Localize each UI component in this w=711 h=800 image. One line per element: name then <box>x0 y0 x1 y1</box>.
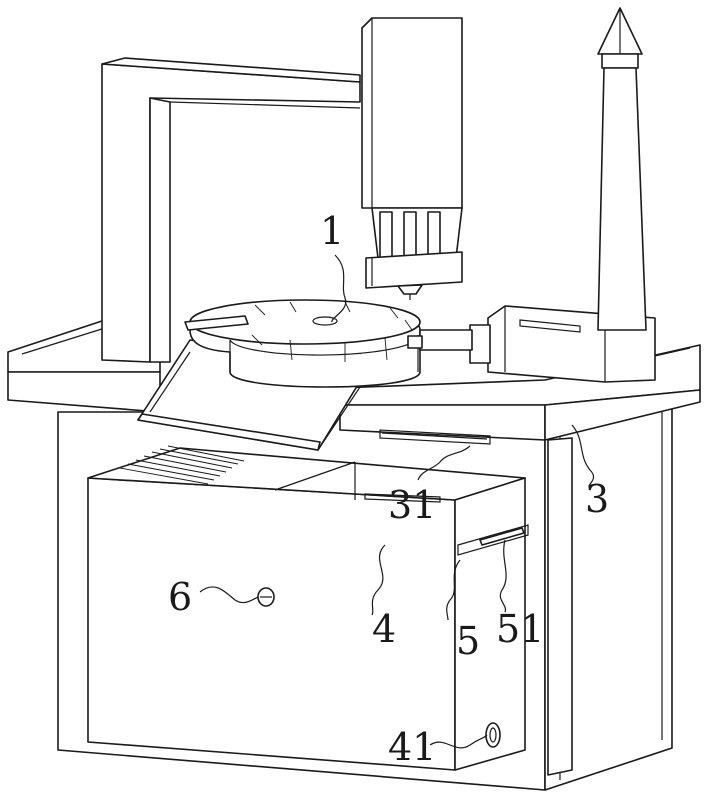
collection-box <box>87 445 529 771</box>
reference-numerals: 1 3 31 4 41 5 51 6 <box>168 209 609 769</box>
drain-port-icon <box>485 722 501 748</box>
label-4: 4 <box>372 607 396 651</box>
box-grille <box>119 445 245 485</box>
label-5: 5 <box>456 619 480 663</box>
label-3: 3 <box>585 477 609 521</box>
leader-lines <box>199 254 595 749</box>
signal-tower <box>597 7 647 331</box>
rotary-disc <box>184 299 421 388</box>
label-41: 41 <box>388 725 436 769</box>
label-31: 31 <box>388 483 436 527</box>
side-column <box>547 437 573 776</box>
label-6: 6 <box>168 575 192 619</box>
spindle-head <box>361 17 463 300</box>
label-1: 1 <box>320 209 344 253</box>
gantry-frame <box>101 57 361 363</box>
label-51: 51 <box>496 607 544 651</box>
